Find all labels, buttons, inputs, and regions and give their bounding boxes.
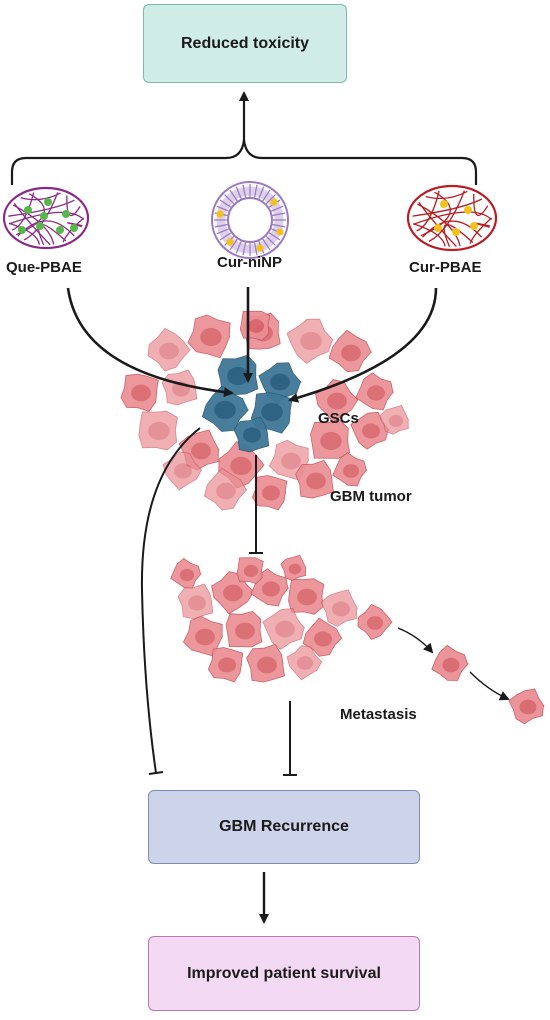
metastasis-cell bbox=[225, 610, 263, 648]
gbm-recurrence-label: GBM Recurrence bbox=[219, 818, 349, 835]
arrow-que-to-gscs bbox=[66, 287, 234, 398]
tumor-cell bbox=[120, 373, 159, 412]
tumor-cell bbox=[295, 459, 334, 499]
metastasis-cell bbox=[286, 645, 323, 681]
tumor-cell bbox=[315, 379, 359, 423]
cur-pbae-particle-icon bbox=[406, 184, 498, 252]
metastasis-cell bbox=[262, 608, 306, 650]
metastasis-label: Metastasis bbox=[340, 706, 417, 723]
tumor-cell bbox=[355, 372, 395, 411]
tumor-cell bbox=[187, 314, 231, 359]
inhibit-tumor-to-recurrence bbox=[140, 427, 201, 775]
metastasis-cell bbox=[211, 571, 255, 615]
metastasis-cell-detached bbox=[508, 688, 545, 725]
arrow-metastasis-spread-2 bbox=[469, 671, 510, 701]
metastasis-cell bbox=[177, 583, 214, 620]
tumor-cell bbox=[310, 419, 351, 459]
improved-survival-box: Improved patient survival bbox=[148, 936, 420, 1011]
gbm-recurrence-box: GBM Recurrence bbox=[148, 790, 420, 864]
metastasis-cell bbox=[246, 643, 285, 683]
metastasis-cell bbox=[320, 589, 358, 627]
tumor-cell bbox=[379, 404, 410, 435]
metastasis-cell bbox=[182, 615, 224, 657]
inhibit-metastasis-to-recurrence bbox=[283, 701, 297, 776]
arrow-metastasis-spread-1 bbox=[397, 627, 434, 654]
metastasis-cell bbox=[280, 554, 307, 581]
reduced-toxicity-label: Reduced toxicity bbox=[180, 34, 310, 52]
inhibit-tumor-to-metastasis bbox=[249, 455, 263, 554]
que-pbae-particle-icon bbox=[2, 186, 90, 250]
metastasis-cell bbox=[170, 557, 202, 589]
gbm-tumor-label: GBM tumor bbox=[330, 488, 412, 505]
metastasis-cells bbox=[170, 554, 545, 725]
metastasis-cell bbox=[288, 578, 325, 615]
tumor-cell bbox=[162, 451, 203, 491]
tumor-cell bbox=[138, 410, 178, 451]
bracket bbox=[10, 139, 478, 185]
arrow-pbae-to-gscs bbox=[288, 287, 438, 403]
improved-survival-label: Improved patient survival bbox=[187, 964, 381, 982]
metastasis-cell-detached bbox=[431, 644, 469, 681]
metastasis-cell bbox=[302, 617, 343, 657]
tumor-cell bbox=[350, 411, 390, 450]
tumor-cell bbox=[328, 329, 373, 373]
tumor-cell bbox=[332, 452, 368, 487]
metastasis-cell bbox=[207, 647, 244, 683]
metastasis-cell bbox=[236, 557, 264, 585]
gsc-cells bbox=[201, 354, 302, 453]
gscs-label: GSCs bbox=[318, 410, 359, 427]
cur-ninp-particle-icon bbox=[211, 181, 289, 259]
reduced-toxicity-box: Reduced toxicity bbox=[143, 4, 347, 83]
tumor-cell bbox=[286, 318, 334, 364]
gsc-cell bbox=[201, 385, 250, 432]
cur-pbae-label: Cur-PBAE bbox=[409, 259, 482, 276]
tumor-cell bbox=[239, 310, 271, 341]
tumor-cell bbox=[203, 467, 248, 511]
gbm-tumor-cells bbox=[120, 310, 410, 511]
que-pbae-label: Que-PBAE bbox=[6, 259, 82, 276]
tumor-cell bbox=[251, 475, 288, 511]
cur-ninp-label: Cur-niNP bbox=[217, 254, 282, 271]
tumor-cell bbox=[147, 327, 191, 372]
metastasis-cell bbox=[357, 604, 393, 640]
gsc-cell bbox=[233, 416, 270, 453]
